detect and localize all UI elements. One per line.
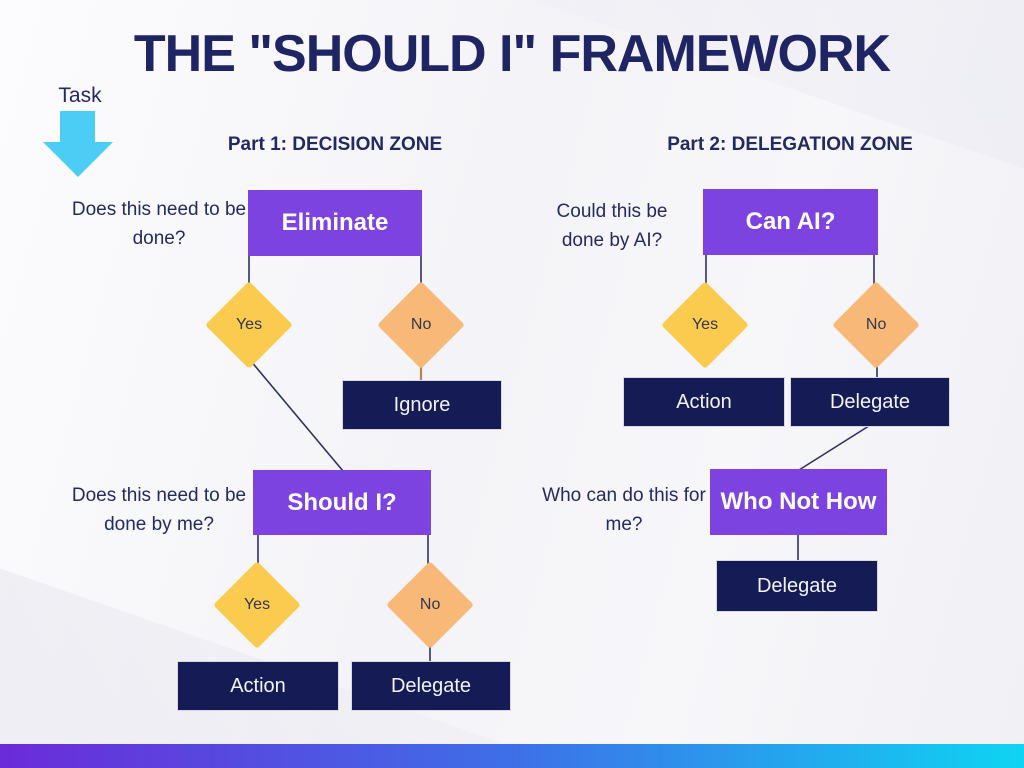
node-eliminate: Eliminate	[248, 190, 422, 256]
part1-question-2: Does this need to be done by me?	[71, 485, 247, 535]
node-who-not-how: Who Not How	[710, 469, 887, 535]
diamond-label: No	[419, 595, 441, 613]
part1-header: Part 1: DECISION ZONE	[227, 134, 443, 155]
part2-question-2: Who can do this for me?	[542, 485, 706, 535]
diamond-label: Yes	[243, 595, 271, 613]
diamond-label: Yes	[235, 315, 263, 333]
connector-delegate-whonothow	[798, 423, 873, 471]
node-ignore: Ignore	[342, 380, 502, 430]
task-label: Task	[58, 84, 102, 107]
diamond-label: No	[865, 315, 887, 333]
task-down-arrow-icon	[60, 111, 95, 143]
node-part2-delegate-top: Delegate	[790, 377, 950, 427]
part2-header: Part 2: DELEGATION ZONE	[667, 134, 913, 155]
task-down-arrow-head-icon	[43, 142, 113, 177]
bottom-gradient-bar	[0, 744, 1024, 768]
node-can-ai: Can AI?	[703, 189, 878, 255]
node-part2-action: Action	[623, 377, 785, 427]
connector-yes-shouldi	[249, 359, 344, 472]
part2-question-1: Could this be done by AI?	[556, 201, 668, 251]
node-part1-action: Action	[177, 661, 339, 711]
page-title: THE "SHOULD I" FRAMEWORK	[133, 25, 891, 83]
part1-question-1: Does this need to be done?	[71, 199, 247, 249]
node-part2-delegate-bottom: Delegate	[716, 560, 878, 612]
node-should-i: Should I?	[253, 470, 431, 535]
node-part1-delegate: Delegate	[351, 661, 511, 711]
diamond-label: Yes	[691, 315, 719, 333]
diamond-label: No	[410, 315, 432, 333]
